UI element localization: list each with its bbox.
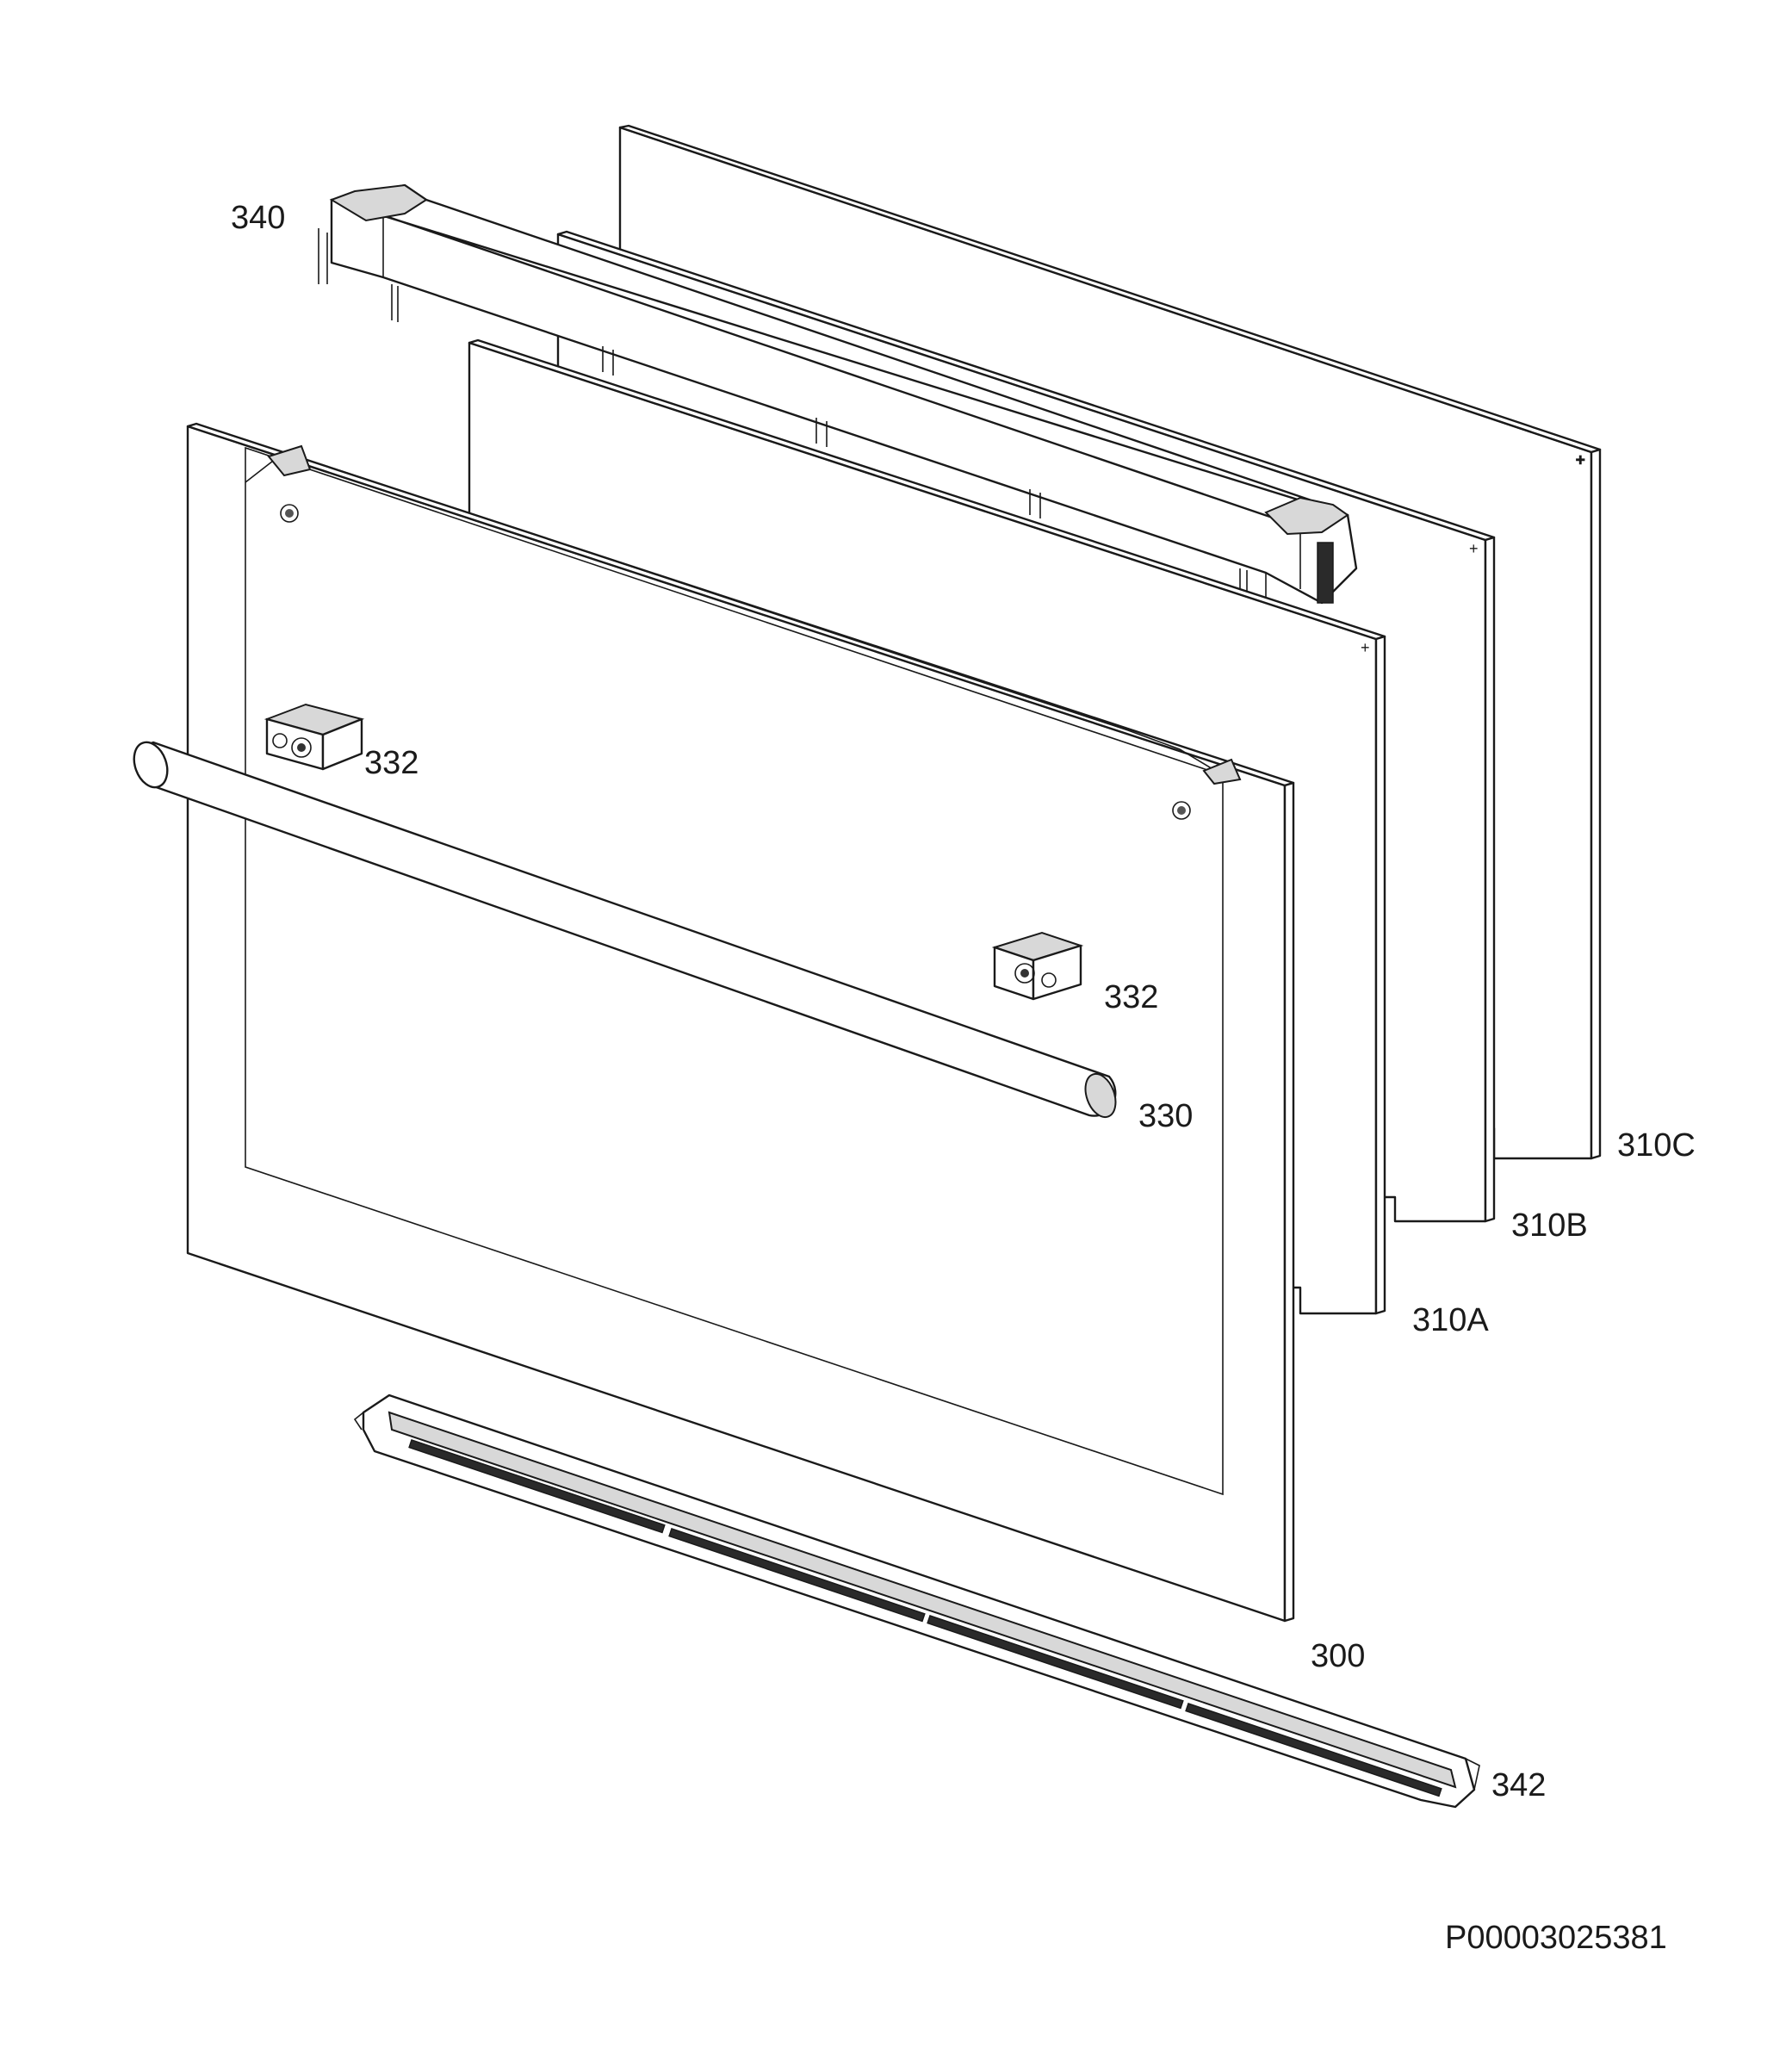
label-342: 342	[1491, 1767, 1546, 1803]
label-340: 340	[231, 200, 285, 236]
label-300: 300	[1311, 1638, 1365, 1674]
handle-bracket-332-left[interactable]	[264, 703, 365, 771]
label-332-left: 332	[364, 745, 419, 781]
door-frame-300[interactable]	[186, 422, 1295, 1623]
top-trim-340[interactable]	[318, 183, 1358, 609]
label-330: 330	[1138, 1098, 1193, 1134]
svg-text:+: +	[1469, 540, 1479, 557]
svg-text:+: +	[1576, 451, 1585, 469]
label-310a: 310A	[1412, 1302, 1489, 1338]
label-332-right: 332	[1104, 979, 1158, 1015]
svg-text:+: +	[1361, 639, 1370, 656]
bottom-trim-342[interactable]	[353, 1394, 1480, 1809]
label-310b: 310B	[1511, 1207, 1588, 1244]
label-310c: 310C	[1617, 1127, 1696, 1164]
handle-bracket-332-right[interactable]	[991, 931, 1084, 1001]
handle-bar-330[interactable]	[128, 737, 1121, 1120]
drawing-code: P00003025381	[1445, 1920, 1667, 1956]
